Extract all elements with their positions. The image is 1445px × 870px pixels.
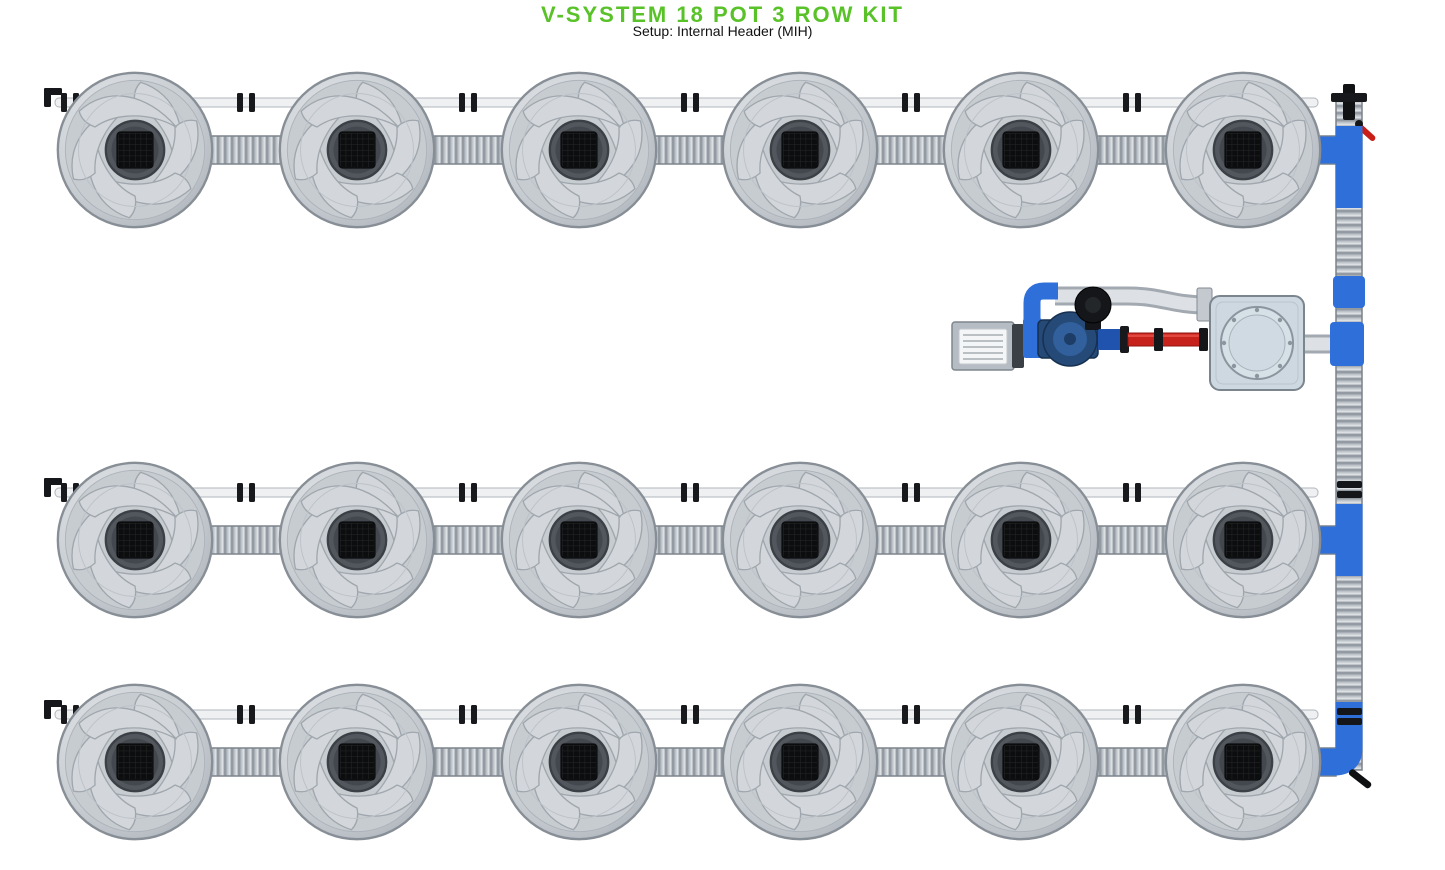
row3-elbow-fitting <box>1290 702 1363 776</box>
grow-pot <box>941 461 1101 619</box>
reservoir-tank <box>1209 295 1305 391</box>
tank-tee-fitting <box>1330 322 1364 366</box>
red-suction-pipe <box>1127 328 1208 351</box>
drain-valve-lever <box>1348 769 1372 789</box>
grow-pot <box>720 683 880 841</box>
kit-title: V-SYSTEM 18 POT 3 ROW KIT <box>541 2 904 27</box>
grow-pot <box>499 461 659 619</box>
controller-label-lines <box>963 334 1003 360</box>
grow-pot <box>499 71 659 229</box>
grow-pot <box>720 461 880 619</box>
irrigation-rows <box>44 88 1336 776</box>
grow-pot <box>1163 461 1323 619</box>
row2-valve <box>1337 481 1362 488</box>
return-coupler <box>1333 276 1365 308</box>
setup-subtitle: Setup: Internal Header (MIH) <box>632 23 813 39</box>
grow-pot <box>499 683 659 841</box>
pump-outlet-elbow <box>1023 282 1058 352</box>
grow-pot <box>941 71 1101 229</box>
grow-pot <box>277 683 437 841</box>
grow-pot <box>1163 71 1323 229</box>
row3-valve <box>1337 708 1362 715</box>
grow-pot <box>941 683 1101 841</box>
water-pump <box>1023 282 1129 367</box>
grow-pot <box>1163 683 1323 841</box>
grow-pot <box>277 461 437 619</box>
controller-unit <box>951 321 1024 371</box>
grow-pot <box>277 71 437 229</box>
pump-reservoir-assembly <box>951 282 1340 391</box>
grow-pot <box>720 71 880 229</box>
grow-pots <box>55 71 1323 841</box>
